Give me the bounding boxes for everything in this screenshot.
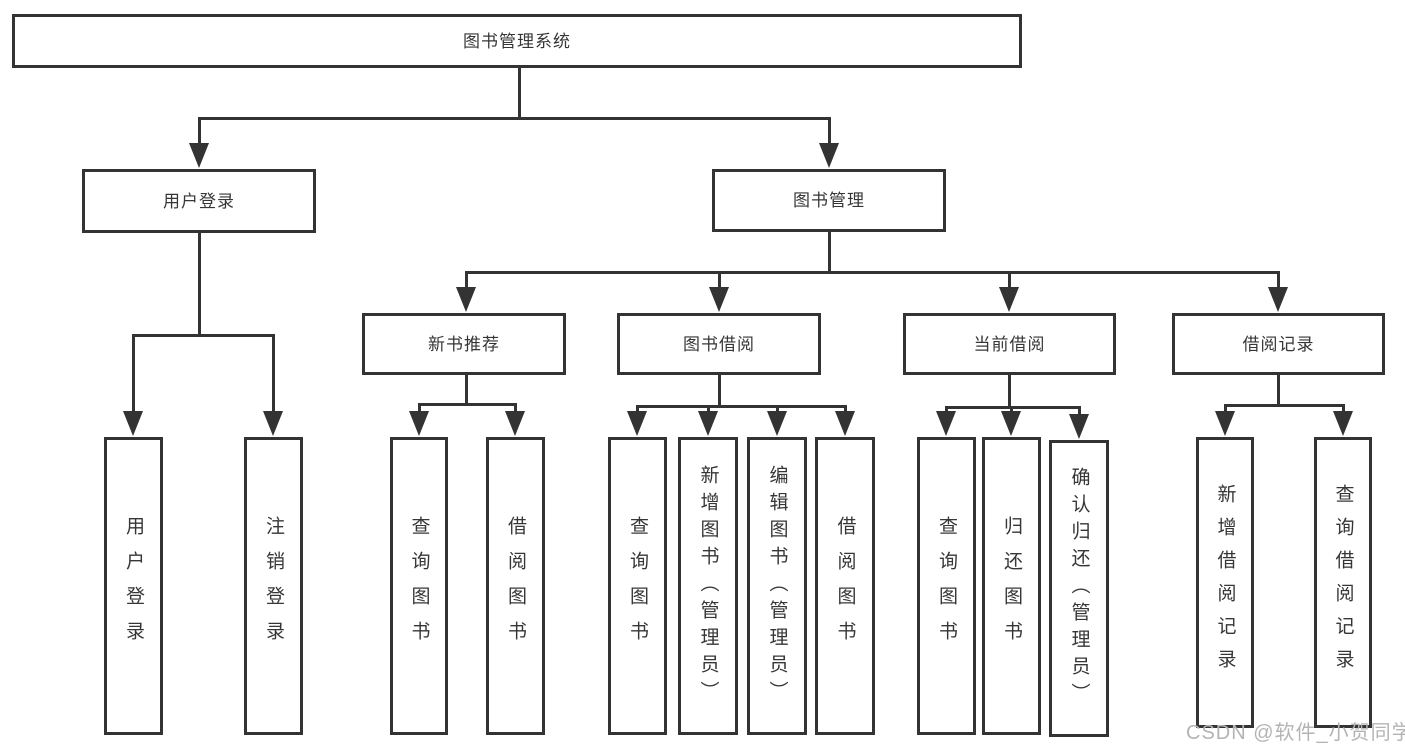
arrow-down-icon: [123, 411, 143, 436]
connector-arrow-stem: [1276, 272, 1280, 287]
connector-line: [635, 404, 847, 408]
connector-arrow-stem: [513, 404, 517, 411]
connector-arrow-stem: [417, 404, 421, 411]
node-new-book-recommend: 新书推荐: [362, 313, 566, 375]
arrow-down-icon: [999, 287, 1019, 312]
arrow-down-icon: [1215, 411, 1235, 436]
connector-line: [1276, 375, 1280, 407]
leaf-query-books-current: 查询图书: [917, 437, 976, 735]
connector-arrow-stem: [131, 335, 135, 411]
leaf-user-login: 用户登录: [104, 437, 163, 735]
arrow-down-icon: [1268, 287, 1288, 312]
connector-arrow-stem: [827, 118, 831, 143]
arrow-down-icon: [263, 411, 283, 436]
arrow-down-icon: [627, 411, 647, 436]
arrow-down-icon: [1069, 414, 1089, 439]
node-system: 图书管理系统: [12, 14, 1022, 68]
arrow-down-icon: [767, 411, 787, 436]
leaf-borrow-books-borrowing: 借阅图书: [815, 437, 875, 735]
node-user-login: 用户登录: [82, 169, 316, 233]
leaf-return-books: 归还图书: [982, 437, 1041, 735]
arrow-down-icon: [698, 411, 718, 436]
connector-arrow-stem: [1077, 407, 1081, 414]
leaf-add-borrow-record: 新增借阅记录: [1196, 437, 1254, 728]
arrow-down-icon: [189, 143, 209, 168]
connector-arrow-stem: [1223, 405, 1227, 411]
connector-arrow-stem: [944, 407, 948, 411]
connector-arrow-stem: [271, 335, 275, 411]
connector-arrow-stem: [635, 406, 639, 411]
leaf-edit-books-admin: 编辑图书（管理员）: [747, 437, 807, 735]
connector-arrow-stem: [775, 406, 779, 411]
leaf-query-books-borrowing: 查询图书: [608, 437, 667, 735]
leaf-confirm-return-admin: 确认归还（管理员）: [1049, 440, 1109, 737]
connector-line: [717, 375, 721, 408]
leaf-logout: 注销登录: [244, 437, 303, 735]
connector-arrow-stem: [706, 406, 710, 411]
connector-line: [827, 231, 831, 274]
connector-arrow-stem: [197, 118, 201, 143]
connector-line: [464, 375, 468, 406]
arrow-down-icon: [1001, 411, 1021, 436]
connector-arrow-stem: [1007, 272, 1011, 287]
connector-line: [944, 405, 1081, 409]
connector-line: [197, 116, 831, 120]
connector-arrow-stem: [1341, 405, 1345, 411]
arrow-down-icon: [409, 411, 429, 436]
connector-line: [464, 270, 1280, 274]
node-book-management: 图书管理: [712, 169, 946, 232]
arrow-down-icon: [835, 411, 855, 436]
connector-line: [517, 68, 521, 120]
connector-line: [417, 402, 517, 406]
node-book-borrowing: 图书借阅: [617, 313, 821, 375]
arrow-down-icon: [936, 411, 956, 436]
csdn-watermark: CSDN @软件_小贺同学: [1186, 722, 1405, 744]
node-borrowing-records: 借阅记录: [1172, 313, 1385, 375]
leaf-add-books-admin: 新增图书（管理员）: [678, 437, 738, 735]
connector-line: [197, 233, 201, 337]
connector-line: [1007, 375, 1011, 409]
arrow-down-icon: [456, 287, 476, 312]
connector-line: [1223, 403, 1345, 407]
connector-arrow-stem: [464, 272, 468, 287]
connector-arrow-stem: [1009, 407, 1013, 411]
arrow-down-icon: [709, 287, 729, 312]
arrow-down-icon: [1333, 411, 1353, 436]
connector-arrow-stem: [717, 272, 721, 287]
node-current-borrowing: 当前借阅: [903, 313, 1116, 375]
connector-arrow-stem: [843, 406, 847, 411]
leaf-query-books-recommend: 查询图书: [390, 437, 448, 735]
leaf-query-borrow-record: 查询借阅记录: [1314, 437, 1372, 728]
arrow-down-icon: [819, 143, 839, 168]
leaf-borrow-books-recommend: 借阅图书: [486, 437, 545, 735]
arrow-down-icon: [505, 411, 525, 436]
connector-line: [131, 333, 275, 337]
